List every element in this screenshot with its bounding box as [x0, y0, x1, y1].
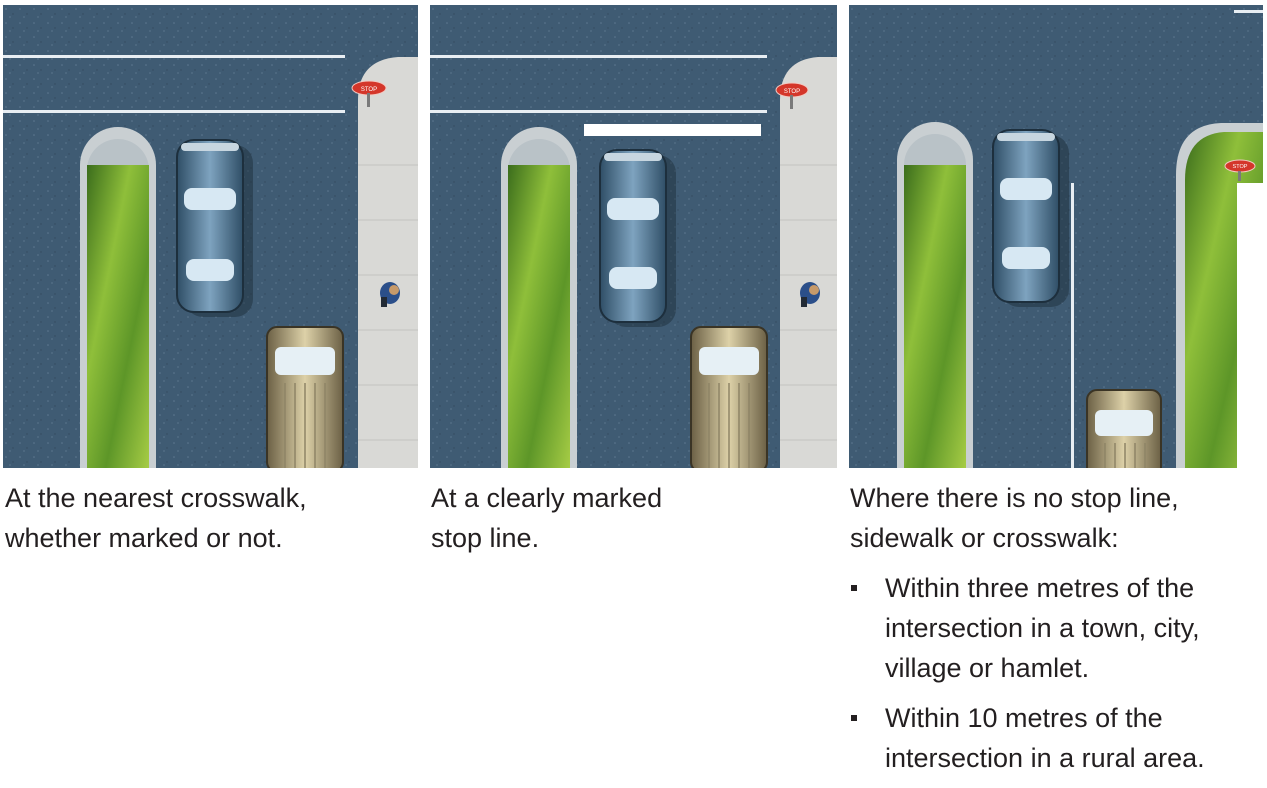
rule-line: village or hamlet.: [885, 653, 1090, 683]
lane-line: [1234, 10, 1263, 13]
lane-edge-line: [1071, 183, 1074, 468]
rule-line: intersection in a rural area.: [885, 743, 1205, 773]
caption-line: sidewalk or crosswalk:: [850, 523, 1119, 553]
bullet-square-icon: [851, 585, 857, 591]
rule-line: Within 10 metres of the: [885, 703, 1163, 733]
pedestrian: [380, 282, 400, 307]
station-wagon: [1086, 389, 1162, 468]
stop-sign-text: STOP: [361, 87, 377, 93]
rule-line: intersection in a town, city,: [885, 613, 1200, 643]
caption-line: At a clearly marked: [431, 483, 663, 513]
stop-sign: STOP: [775, 82, 809, 109]
caption-line: whether marked or not.: [5, 523, 283, 553]
rule-list: Within three metres of the intersection …: [850, 568, 1260, 778]
station-wagon: [690, 326, 768, 468]
intersection-scene-2: STOP: [430, 5, 837, 468]
nearest-crosswalk-illustration: STOP: [3, 5, 418, 468]
caption-no-stop-line: Where there is no stop line, sidewalk or…: [850, 478, 1260, 788]
sidewalk: [358, 57, 418, 468]
rule-line: Within three metres of the: [885, 573, 1195, 603]
caption-line: stop line.: [431, 523, 540, 553]
sidewalk: [780, 57, 837, 468]
median-grass: [87, 165, 149, 468]
station-wagon: [266, 326, 344, 468]
rule-list-item: Within three metres of the intersection …: [850, 568, 1260, 688]
stop-line: [584, 124, 761, 136]
median-grass: [508, 165, 570, 468]
lane-line: [430, 110, 767, 113]
pedestrian: [800, 282, 820, 307]
stop-sign: STOP: [1224, 159, 1256, 181]
stop-sign-text: STOP: [784, 89, 800, 95]
stop-sign: STOP: [351, 80, 387, 107]
stop-sign-text: STOP: [1233, 164, 1248, 170]
sedan-car: [599, 149, 676, 327]
caption-line: At the nearest crosswalk,: [5, 483, 307, 513]
intersection-scene-3: STOP: [849, 5, 1263, 468]
lane-line: [3, 110, 345, 113]
median-grass: [904, 165, 966, 468]
caption-stop-line: At a clearly marked stop line.: [431, 478, 831, 558]
intersection-scene-1: STOP: [3, 5, 418, 468]
property-area: [1237, 183, 1263, 468]
bullet-square-icon: [851, 715, 857, 721]
lane-line: [430, 55, 767, 58]
caption-nearest-crosswalk: At the nearest crosswalk, whether marked…: [5, 478, 405, 558]
sedan-car: [176, 139, 253, 317]
sedan-car: [992, 129, 1069, 307]
stop-line-illustration: STOP: [430, 5, 837, 468]
lane-line: [3, 55, 345, 58]
caption-line: Where there is no stop line,: [850, 483, 1179, 513]
rule-list-item: Within 10 metres of the intersection in …: [850, 698, 1260, 778]
no-stop-line-illustration: STOP: [849, 5, 1263, 468]
